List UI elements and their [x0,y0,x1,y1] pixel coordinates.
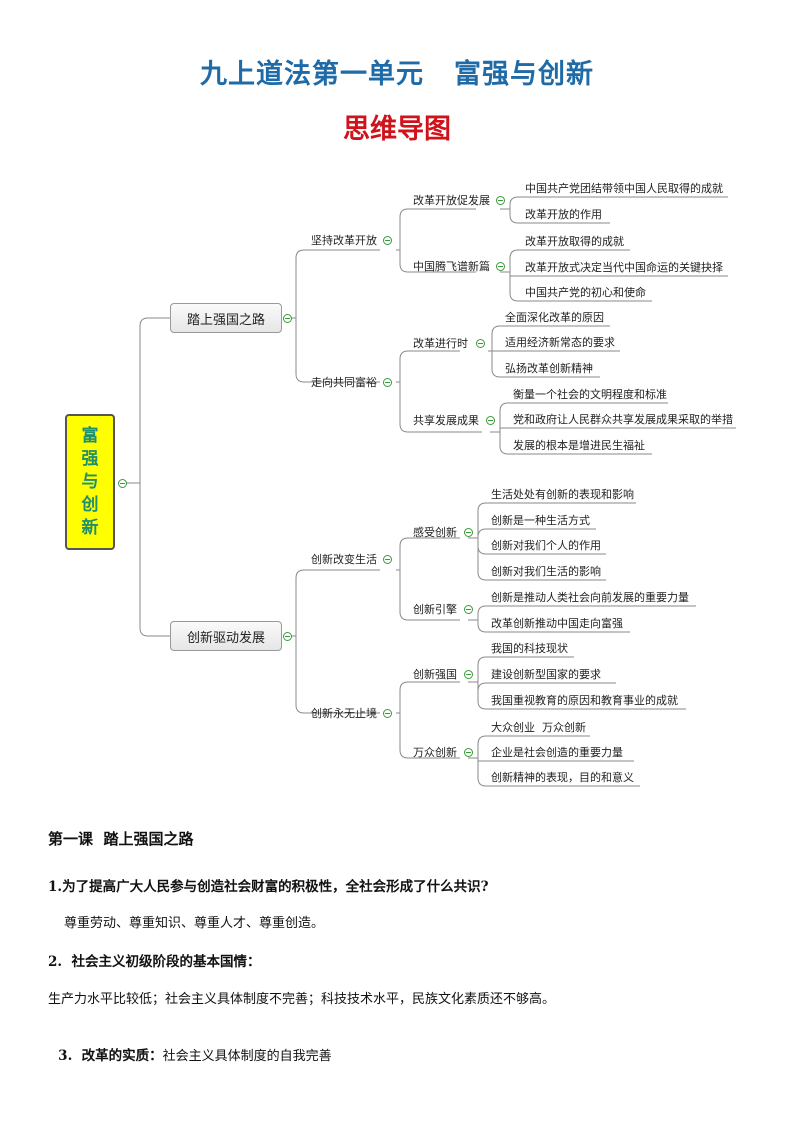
title-main: 九上道法第一单元 [200,59,424,90]
leaf-node: 生活处处有创新的表现和影响 [491,488,634,501]
sub-node: 坚持改革开放 [311,234,377,247]
sub-node: 创新改变生活 [311,553,377,566]
collapse-icon[interactable] [464,748,473,757]
leaf-node: 建设创新型国家的要求 [491,668,601,681]
page-subtitle: 思维导图 [343,114,451,145]
collapse-icon[interactable] [496,196,505,205]
answer-1: 尊重劳动、尊重知识、尊重人才、尊重创造。 [64,916,325,931]
title-theme: 富强与创新 [454,59,594,90]
group-node: 改革进行时 [413,337,468,350]
branch-node-road: 踏上强国之路 [170,303,282,333]
leaf-node: 党和政府让人民群众共享发展成果采取的举措 [513,413,733,426]
collapse-icon[interactable] [118,479,127,488]
collapse-icon[interactable] [383,555,392,564]
leaf-node: 适用经济新常态的要求 [505,336,615,349]
question-3-label: 3. 改革的实质： [58,1048,163,1064]
question-1: 1.为了提高广大人民参与创造社会财富的积极性，全社会形成了什么共识? [48,879,489,895]
collapse-icon[interactable] [464,605,473,614]
collapse-icon[interactable] [383,236,392,245]
collapse-icon[interactable] [283,314,292,323]
leaf-node: 创新是推动人类社会向前发展的重要力量 [491,591,689,604]
leaf-node: 我国的科技现状 [491,642,568,655]
sub-node: 走向共同富裕 [311,376,377,389]
leaf-node: 发展的根本是增进民生福祉 [513,439,645,452]
collapse-icon[interactable] [464,670,473,679]
collapse-icon[interactable] [496,262,505,271]
collapse-icon[interactable] [383,709,392,718]
leaf-node: 企业是社会创造的重要力量 [491,746,623,759]
group-node: 感受创新 [413,526,457,539]
mindmap-connectors [122,196,736,787]
mindmap-root-node: 富强与创新 [65,414,115,550]
group-node: 中国腾飞谱新篇 [413,260,490,273]
leaf-node: 改革开放的作用 [525,208,602,221]
collapse-icon[interactable] [283,632,292,641]
branch-node-innovation: 创新驱动发展 [170,621,282,651]
leaf-node: 创新是一种生活方式 [491,514,590,527]
leaf-node: 大众创业 万众创新 [491,721,586,734]
collapse-icon[interactable] [464,528,473,537]
collapse-icon[interactable] [476,339,485,348]
leaf-node: 改革开放取得的成就 [525,235,624,248]
leaf-node: 创新对我们生活的影响 [491,565,601,578]
leaf-node: 创新对我们个人的作用 [491,539,601,552]
leaf-node: 我国重视教育的原因和教育事业的成就 [491,694,678,707]
lesson-heading: 第一课 踏上强国之路 [48,830,194,848]
leaf-node: 改革开放式决定当代中国命运的关键抉择 [525,261,723,274]
question-2: 2. 社会主义初级阶段的基本国情： [48,954,261,970]
group-node: 改革开放促发展 [413,194,490,207]
answer-2: 生产力水平比较低；社会主义具体制度不完善；科技技术水平，民族文化素质还不够高。 [48,992,556,1007]
collapse-icon[interactable] [486,416,495,425]
group-node: 共享发展成果 [413,414,479,427]
leaf-node: 改革创新推动中国走向富强 [491,617,623,630]
collapse-icon[interactable] [383,378,392,387]
root-node-label: 富强与创新 [81,425,99,538]
leaf-node: 创新精神的表现，目的和意义 [491,771,634,784]
question-3: 3. 改革的实质：社会主义具体制度的自我完善 [48,1025,332,1064]
leaf-node: 中国共产党团结带领中国人民取得的成就 [525,182,723,195]
leaf-node: 中国共产党的初心和使命 [525,286,646,299]
page-title: 九上道法第一单元富强与创新 [0,52,794,91]
group-node: 创新引擎 [413,603,457,616]
sub-node: 创新永无止境 [311,707,377,720]
leaf-node: 全面深化改革的原因 [505,311,604,324]
leaf-node: 衡量一个社会的文明程度和标准 [513,388,667,401]
question-3-text: 社会主义具体制度的自我完善 [162,1049,332,1064]
group-node: 创新强国 [413,668,457,681]
group-node: 万众创新 [413,746,457,759]
leaf-node: 弘扬改革创新精神 [505,362,593,375]
